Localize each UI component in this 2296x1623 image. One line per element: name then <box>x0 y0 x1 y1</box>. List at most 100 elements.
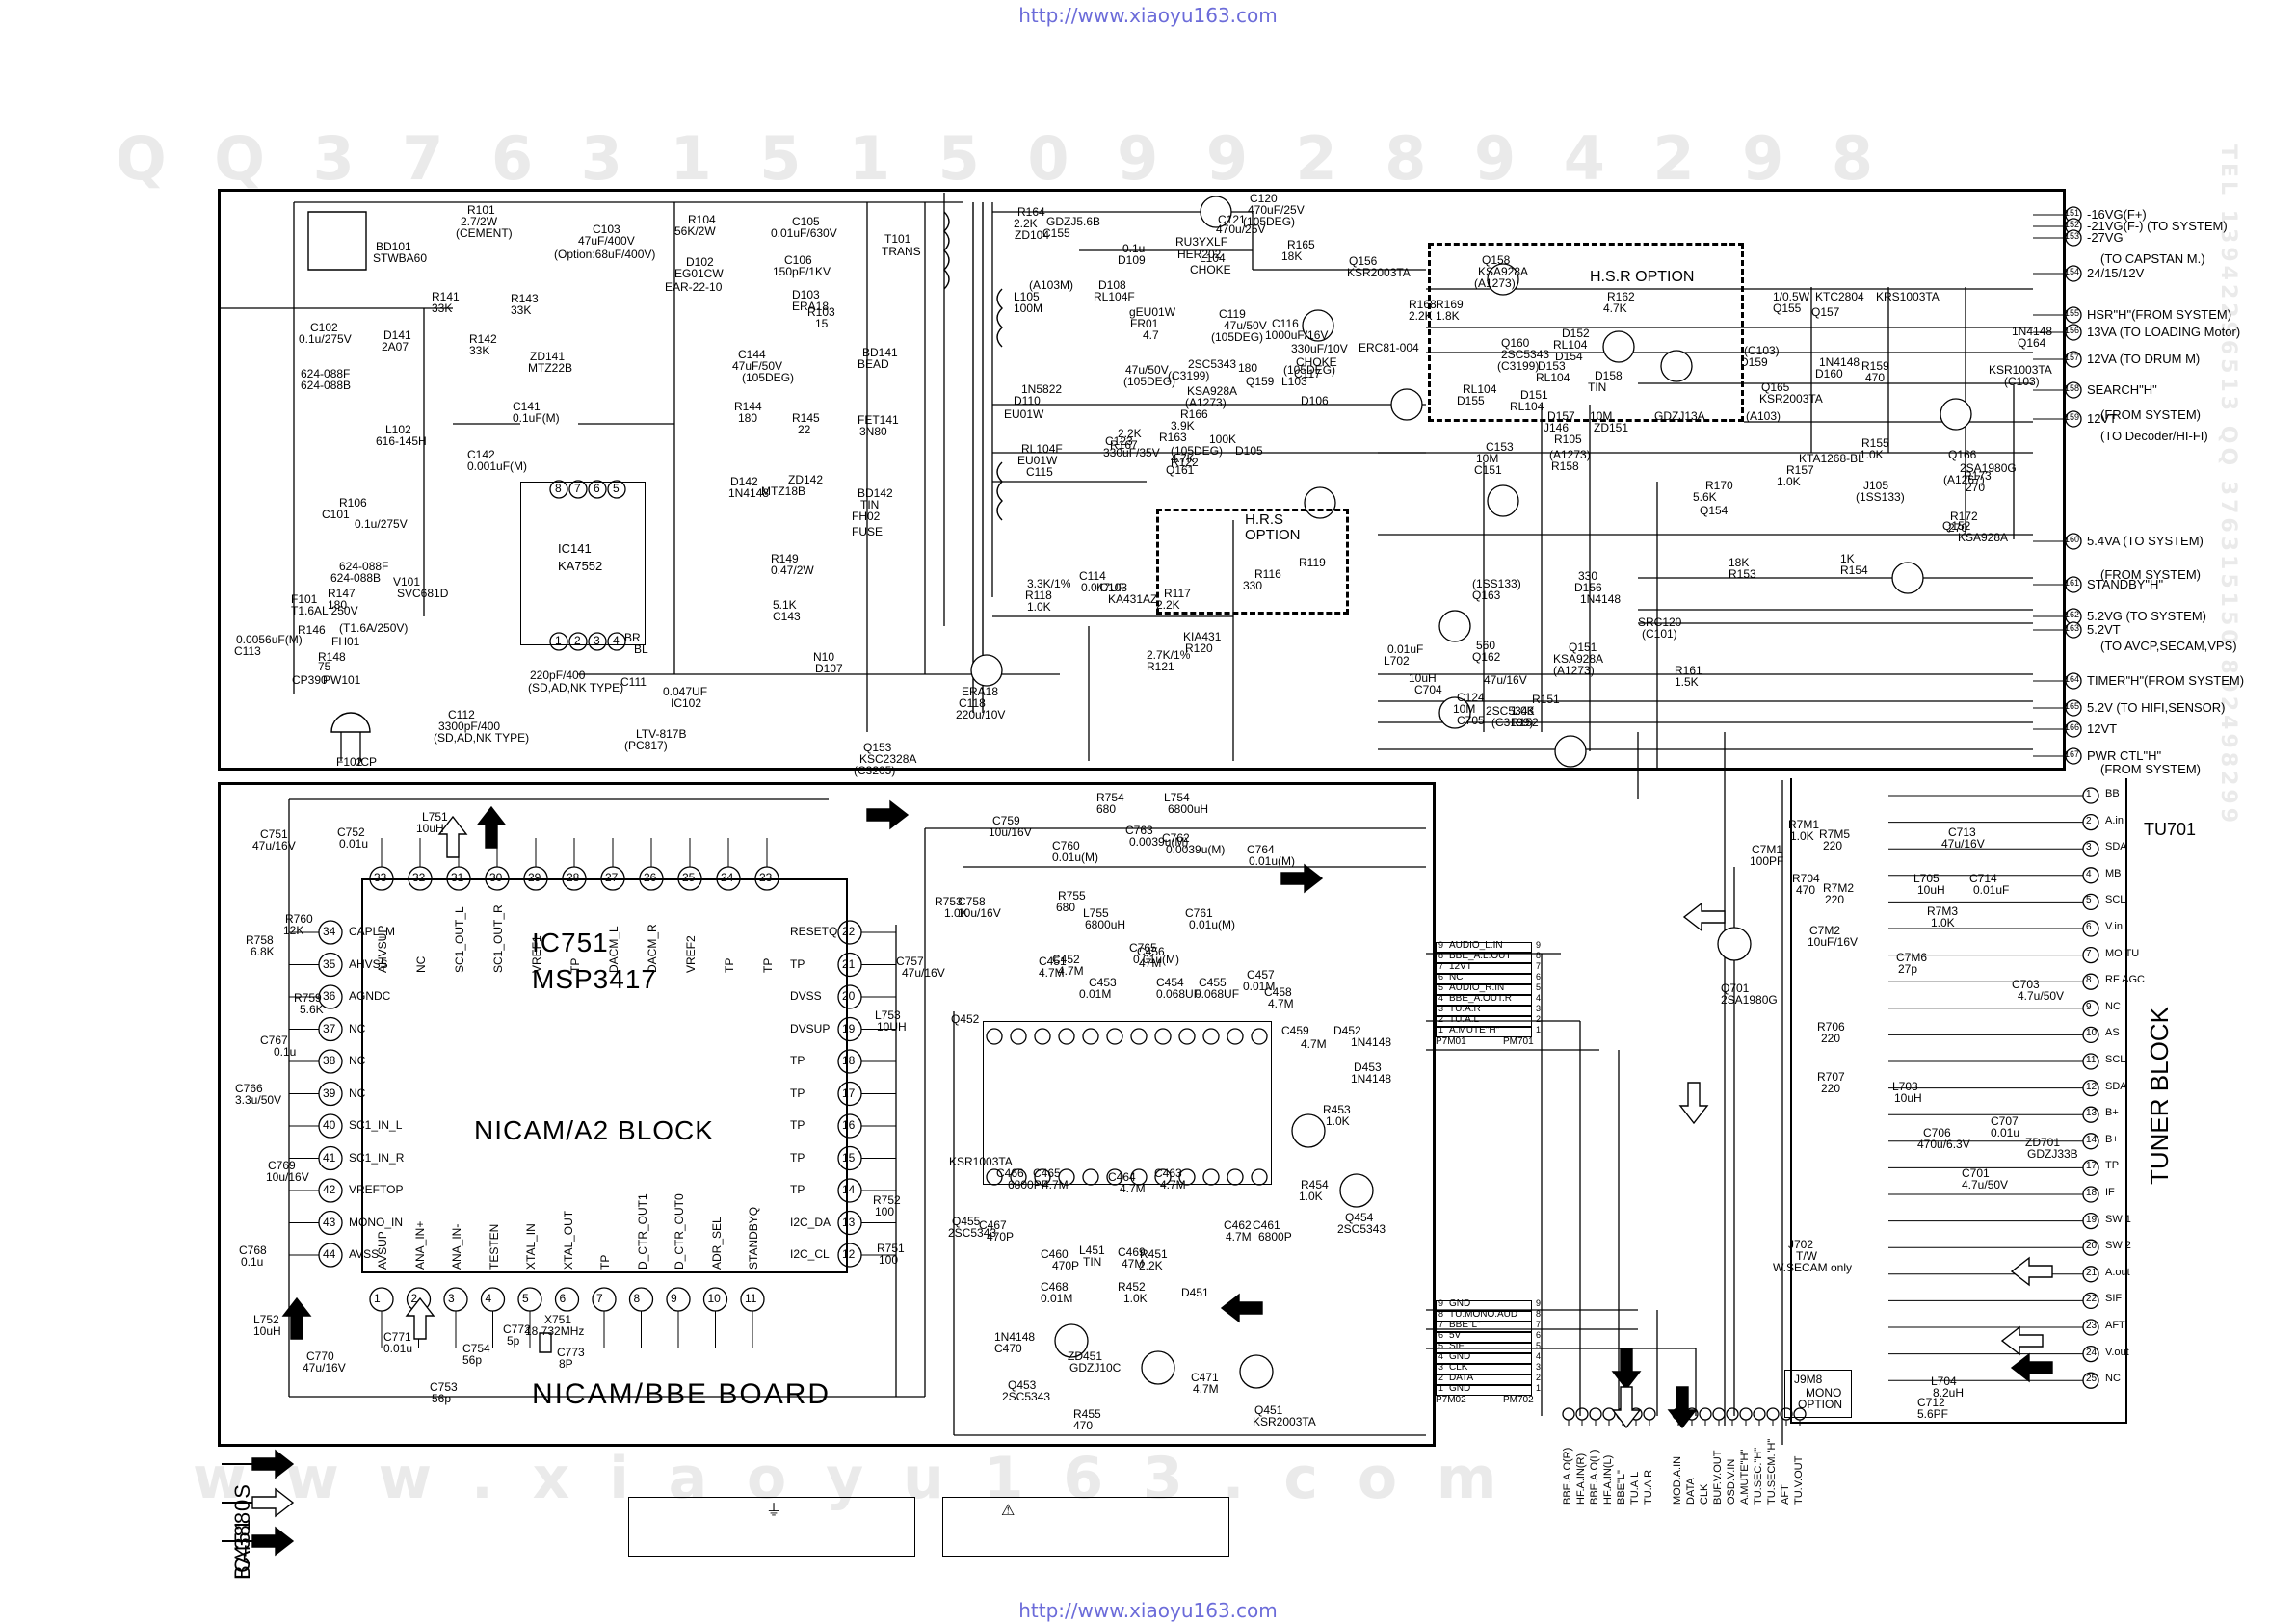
nicam-panel <box>218 782 1436 1447</box>
power-component-label: C121 <box>1218 213 1246 226</box>
nicam-component-label: 0.01u(M) <box>1249 854 1296 868</box>
power-component-label: (C3205) <box>854 764 896 777</box>
nicam-component-label: D453 <box>1354 1060 1382 1074</box>
connector-row <box>1436 1006 1532 1016</box>
power-component-label: (PC817) <box>624 739 668 752</box>
power-component-label: Q157 <box>1811 305 1840 319</box>
nicam-component-label: X751 <box>544 1313 572 1326</box>
output-label: (TO Decoder/HI-FI) <box>2100 429 2208 443</box>
nicam-component-label: C759 <box>992 814 1020 827</box>
connector-row-label: BBE_A.OUT.R <box>1449 993 1513 1004</box>
ic751-pin-number: 16 <box>842 1118 856 1132</box>
signal-pin <box>1643 1407 1656 1421</box>
tuner-component-label: 1.0K <box>1790 829 1814 843</box>
header-url[interactable]: http://www.xiaoyu163.com <box>1018 4 1278 27</box>
power-component-label: 330 <box>1578 569 1598 583</box>
nicam-component-label: C457 <box>1247 968 1275 982</box>
power-component-label: C101 <box>322 508 350 521</box>
output-label: (FROM SYSTEM) <box>2100 407 2201 422</box>
power-component-label: RL104 <box>1536 371 1570 384</box>
nicam-component-label: R758 <box>246 933 274 947</box>
power-component-label: R119 <box>1299 556 1326 569</box>
bottom-signal-label: TU.V.OUT <box>1793 1455 1805 1505</box>
power-component-label: 270 <box>1966 481 1986 494</box>
tuner-pin-number: 7 <box>2086 948 2092 959</box>
nicam-component-label: C766 <box>235 1082 263 1095</box>
tuner-component-label: R7M5 <box>1819 827 1851 841</box>
transistor-icon <box>1940 398 1972 431</box>
connector-row-number: 2 <box>1536 1014 1542 1024</box>
transistor-icon <box>1554 735 1587 768</box>
output-pin-number: 161 <box>2065 578 2080 588</box>
hrs-option-box <box>1156 509 1349 615</box>
nicam-component-label: 10u/16V <box>266 1170 309 1184</box>
power-component-label: R153 <box>1729 567 1756 581</box>
crystal-icon <box>539 1332 552 1353</box>
coil-icon <box>943 211 950 290</box>
power-component-label: D103 <box>792 288 820 301</box>
nicam-component-label: C461 <box>1253 1218 1280 1232</box>
nicam-component-label: 4.7M <box>1301 1037 1327 1051</box>
tuner-pin-name: BB <box>2105 788 2120 799</box>
connector-row-label: SIF <box>1449 1341 1465 1351</box>
power-component-label: 3.9K <box>1171 419 1195 432</box>
power-component-label: KRS1003TA <box>1876 290 1940 303</box>
bottom-signal-label: TU.A.L <box>1629 1471 1641 1505</box>
power-component-label: R141 <box>432 290 460 303</box>
power-component-label: Q151 <box>1569 641 1597 654</box>
power-component-label: 5.6K <box>1693 490 1717 504</box>
tuner-component-label: 10uH <box>1894 1091 1922 1105</box>
power-component-label: 2SC5343 <box>1188 357 1237 371</box>
connector-row-number: 7 <box>1536 1320 1542 1329</box>
power-component-label: RU3YXLF <box>1175 235 1228 249</box>
power-component-label: KIA431 <box>1183 630 1222 643</box>
ic751-pin-number: 28 <box>567 871 580 884</box>
power-component-label: 56K/2W <box>674 224 716 238</box>
nicam-component-label: C763 <box>1125 824 1153 837</box>
ic141: IC141 KA7552 <box>520 482 646 645</box>
connector-row-number: 6 <box>1438 1330 1444 1340</box>
power-component-label: RL104 <box>1463 382 1497 396</box>
output-pin-number: 167 <box>2065 749 2080 759</box>
ic751-pin-name: AVSS <box>349 1247 380 1261</box>
nicam-component-label: 10uH <box>416 822 444 835</box>
ic141-pin-number: 1 <box>555 634 562 647</box>
power-component-label: R157 <box>1786 463 1814 477</box>
legend-box-safety: ⚠ <box>942 1497 1229 1557</box>
nicam-component-label: C753 <box>430 1380 458 1394</box>
power-component-label: GDZJ5.6B <box>1046 215 1101 228</box>
output-pin-number: 153 <box>2065 231 2080 241</box>
ic141-pin-number: 4 <box>613 634 620 647</box>
ba3880s-pin <box>1130 1168 1148 1186</box>
ic751-pin-number: 8 <box>633 1292 641 1305</box>
power-component-label: R101 <box>467 203 495 217</box>
connector-row-number: 9 <box>1438 1298 1444 1308</box>
connector-row <box>1436 953 1532 963</box>
power-component-label: KSC2328A <box>859 752 917 766</box>
power-component-label: ERC81-004 <box>1359 341 1419 354</box>
nicam-component-label: C765 <box>1129 941 1157 955</box>
power-component-label: EU01W <box>1017 454 1058 467</box>
footer-url[interactable]: http://www.xiaoyu163.com <box>1018 1599 1278 1622</box>
nicam-component-label: R454 <box>1301 1178 1329 1191</box>
ba3880s-pin <box>1034 1168 1051 1186</box>
power-component-label: Q155 <box>1773 301 1802 315</box>
tuner-component-label: GDZJ33B <box>2027 1147 2078 1161</box>
power-component-label: 270 <box>1948 521 1968 535</box>
tuner-pin-name: SCL <box>2105 894 2126 906</box>
power-component-label: 33K <box>432 301 453 315</box>
power-component-label: (Option:68uF/400V) <box>554 248 656 261</box>
power-component-label: R103 <box>807 305 835 319</box>
power-component-label: CP390 <box>292 673 328 687</box>
ic751-pin-name: TP <box>790 1054 805 1067</box>
power-component-label: R118 <box>1025 589 1052 602</box>
bottom-signal-label: HF.A.IN(L) <box>1602 1454 1614 1505</box>
nicam-component-label: 47u/16V <box>902 966 945 980</box>
ic751-pin-name: VREF2 <box>684 935 698 973</box>
nicam-component-label: C465 <box>1033 1166 1061 1180</box>
tuner-pin-name: AFT <box>2105 1320 2125 1331</box>
power-component-label: 0.01uF/630V <box>771 226 837 240</box>
power-component-label: 0.01uF <box>1387 642 1424 656</box>
nicam-component-label: KSR1003TA <box>949 1155 1013 1168</box>
tuner-pin-name: TP <box>2105 1160 2120 1172</box>
